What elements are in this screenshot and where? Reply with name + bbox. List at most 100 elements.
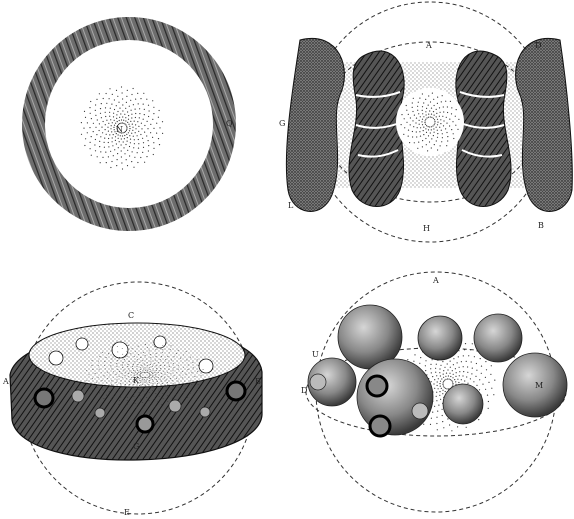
vortex-dot <box>166 387 167 388</box>
vortex-dot <box>432 376 433 377</box>
vortex-dot <box>428 129 429 130</box>
vortex-dot <box>152 100 153 101</box>
vortex-dot <box>141 123 142 124</box>
label-left-upper: U <box>312 350 319 359</box>
figure-bottom-left: C A B K G E <box>2 282 262 517</box>
vortex-dot <box>432 93 433 94</box>
vortex-dot <box>172 370 173 371</box>
vortex-dot <box>154 378 155 379</box>
vortex-dot <box>144 132 145 133</box>
vortex-dot <box>142 377 143 378</box>
vortex-dot <box>140 134 141 135</box>
vortex-dot <box>419 120 420 121</box>
vortex-dot <box>126 379 127 380</box>
vortex-dot <box>117 111 118 112</box>
vortex-dot <box>185 384 186 385</box>
label-right: Q <box>226 119 233 128</box>
vortex-dot <box>470 349 471 350</box>
vortex-dot <box>403 134 404 135</box>
vortex-dot <box>143 352 144 353</box>
vortex-dot <box>90 142 91 143</box>
vortex-dot <box>140 367 141 368</box>
vortex-dot <box>152 366 153 367</box>
vortex-dot <box>135 99 136 100</box>
vortex-dot <box>432 412 433 413</box>
vortex-dot <box>87 132 88 133</box>
vortex-dot <box>417 110 418 111</box>
vortex-dot <box>115 393 116 394</box>
vortex-dot <box>474 356 475 357</box>
vortex-dot <box>133 370 134 371</box>
vortex-dot <box>141 373 142 374</box>
vortex-dot <box>421 121 422 122</box>
vortex-dot <box>126 127 127 128</box>
vortex-dot <box>131 387 132 388</box>
vortex-dot <box>89 107 90 108</box>
vortex-dot <box>134 157 135 158</box>
vortex-dot <box>147 389 148 390</box>
vortex-dot <box>160 368 161 369</box>
vortex-dot <box>131 359 132 360</box>
vortex-dot <box>451 107 452 108</box>
vortex-dot <box>149 375 150 376</box>
vortex-dot <box>154 372 155 373</box>
vortex-dot <box>426 114 427 115</box>
vortex-dot <box>121 156 122 157</box>
vortex-dot <box>108 123 109 124</box>
vortex-dot <box>142 381 143 382</box>
vortex-dot <box>453 133 454 134</box>
vortex-dot <box>100 162 101 163</box>
vortex-dot <box>436 423 437 424</box>
vortex-dot <box>437 149 438 150</box>
vortex-dot <box>97 156 98 157</box>
vortex-dot <box>439 116 440 117</box>
vortex-dot <box>167 376 168 377</box>
vortex-dot <box>418 113 419 114</box>
vortex-dot <box>125 372 126 373</box>
vortex-dot <box>436 113 437 114</box>
vortex-dot <box>132 151 133 152</box>
vortex-dot <box>412 120 413 121</box>
vortex-dot <box>135 109 136 110</box>
vortex-dot <box>431 126 432 127</box>
vortex-dot <box>125 144 126 145</box>
vortex-dot <box>437 97 438 98</box>
vortex-dot <box>156 379 157 380</box>
vortex-dot <box>121 387 122 388</box>
vortex-dot <box>148 150 149 151</box>
vortex-dot <box>140 382 141 383</box>
vortex-dot <box>447 140 448 141</box>
vortex-dot <box>120 397 121 398</box>
vortex-dot <box>443 382 444 383</box>
vortex-dot <box>130 142 131 143</box>
vortex-dot <box>410 117 411 118</box>
vortex-dot <box>85 117 86 118</box>
vortex-dot <box>417 106 418 107</box>
vortex-dot <box>135 351 136 352</box>
vortex-dot <box>487 395 488 396</box>
vortex-dot <box>122 365 123 366</box>
vortex-dot <box>437 429 438 430</box>
vortex-dot <box>401 124 402 125</box>
vortex-dot <box>99 123 100 124</box>
vortex-dot <box>99 393 100 394</box>
vortex-dot <box>153 113 154 114</box>
vortex-dot <box>167 382 168 383</box>
vortex-dot <box>443 370 444 371</box>
vortex-dot <box>448 375 449 376</box>
vortex-dot <box>434 105 435 106</box>
vortex-dot <box>159 396 160 397</box>
vortex-dot <box>148 373 149 374</box>
vortex-dot <box>138 143 139 144</box>
vortex-dot <box>132 124 133 125</box>
vortex-dot <box>456 372 457 373</box>
vortex-dot <box>162 133 163 134</box>
vortex-dot <box>109 88 110 89</box>
vortex-dot <box>129 381 130 382</box>
vortex-dot <box>446 388 447 389</box>
vortex-dot <box>139 375 140 376</box>
vortex-dot <box>119 400 120 401</box>
vortex-dot <box>423 424 424 425</box>
vortex-dot <box>162 121 163 122</box>
vortex-dot <box>124 132 125 133</box>
